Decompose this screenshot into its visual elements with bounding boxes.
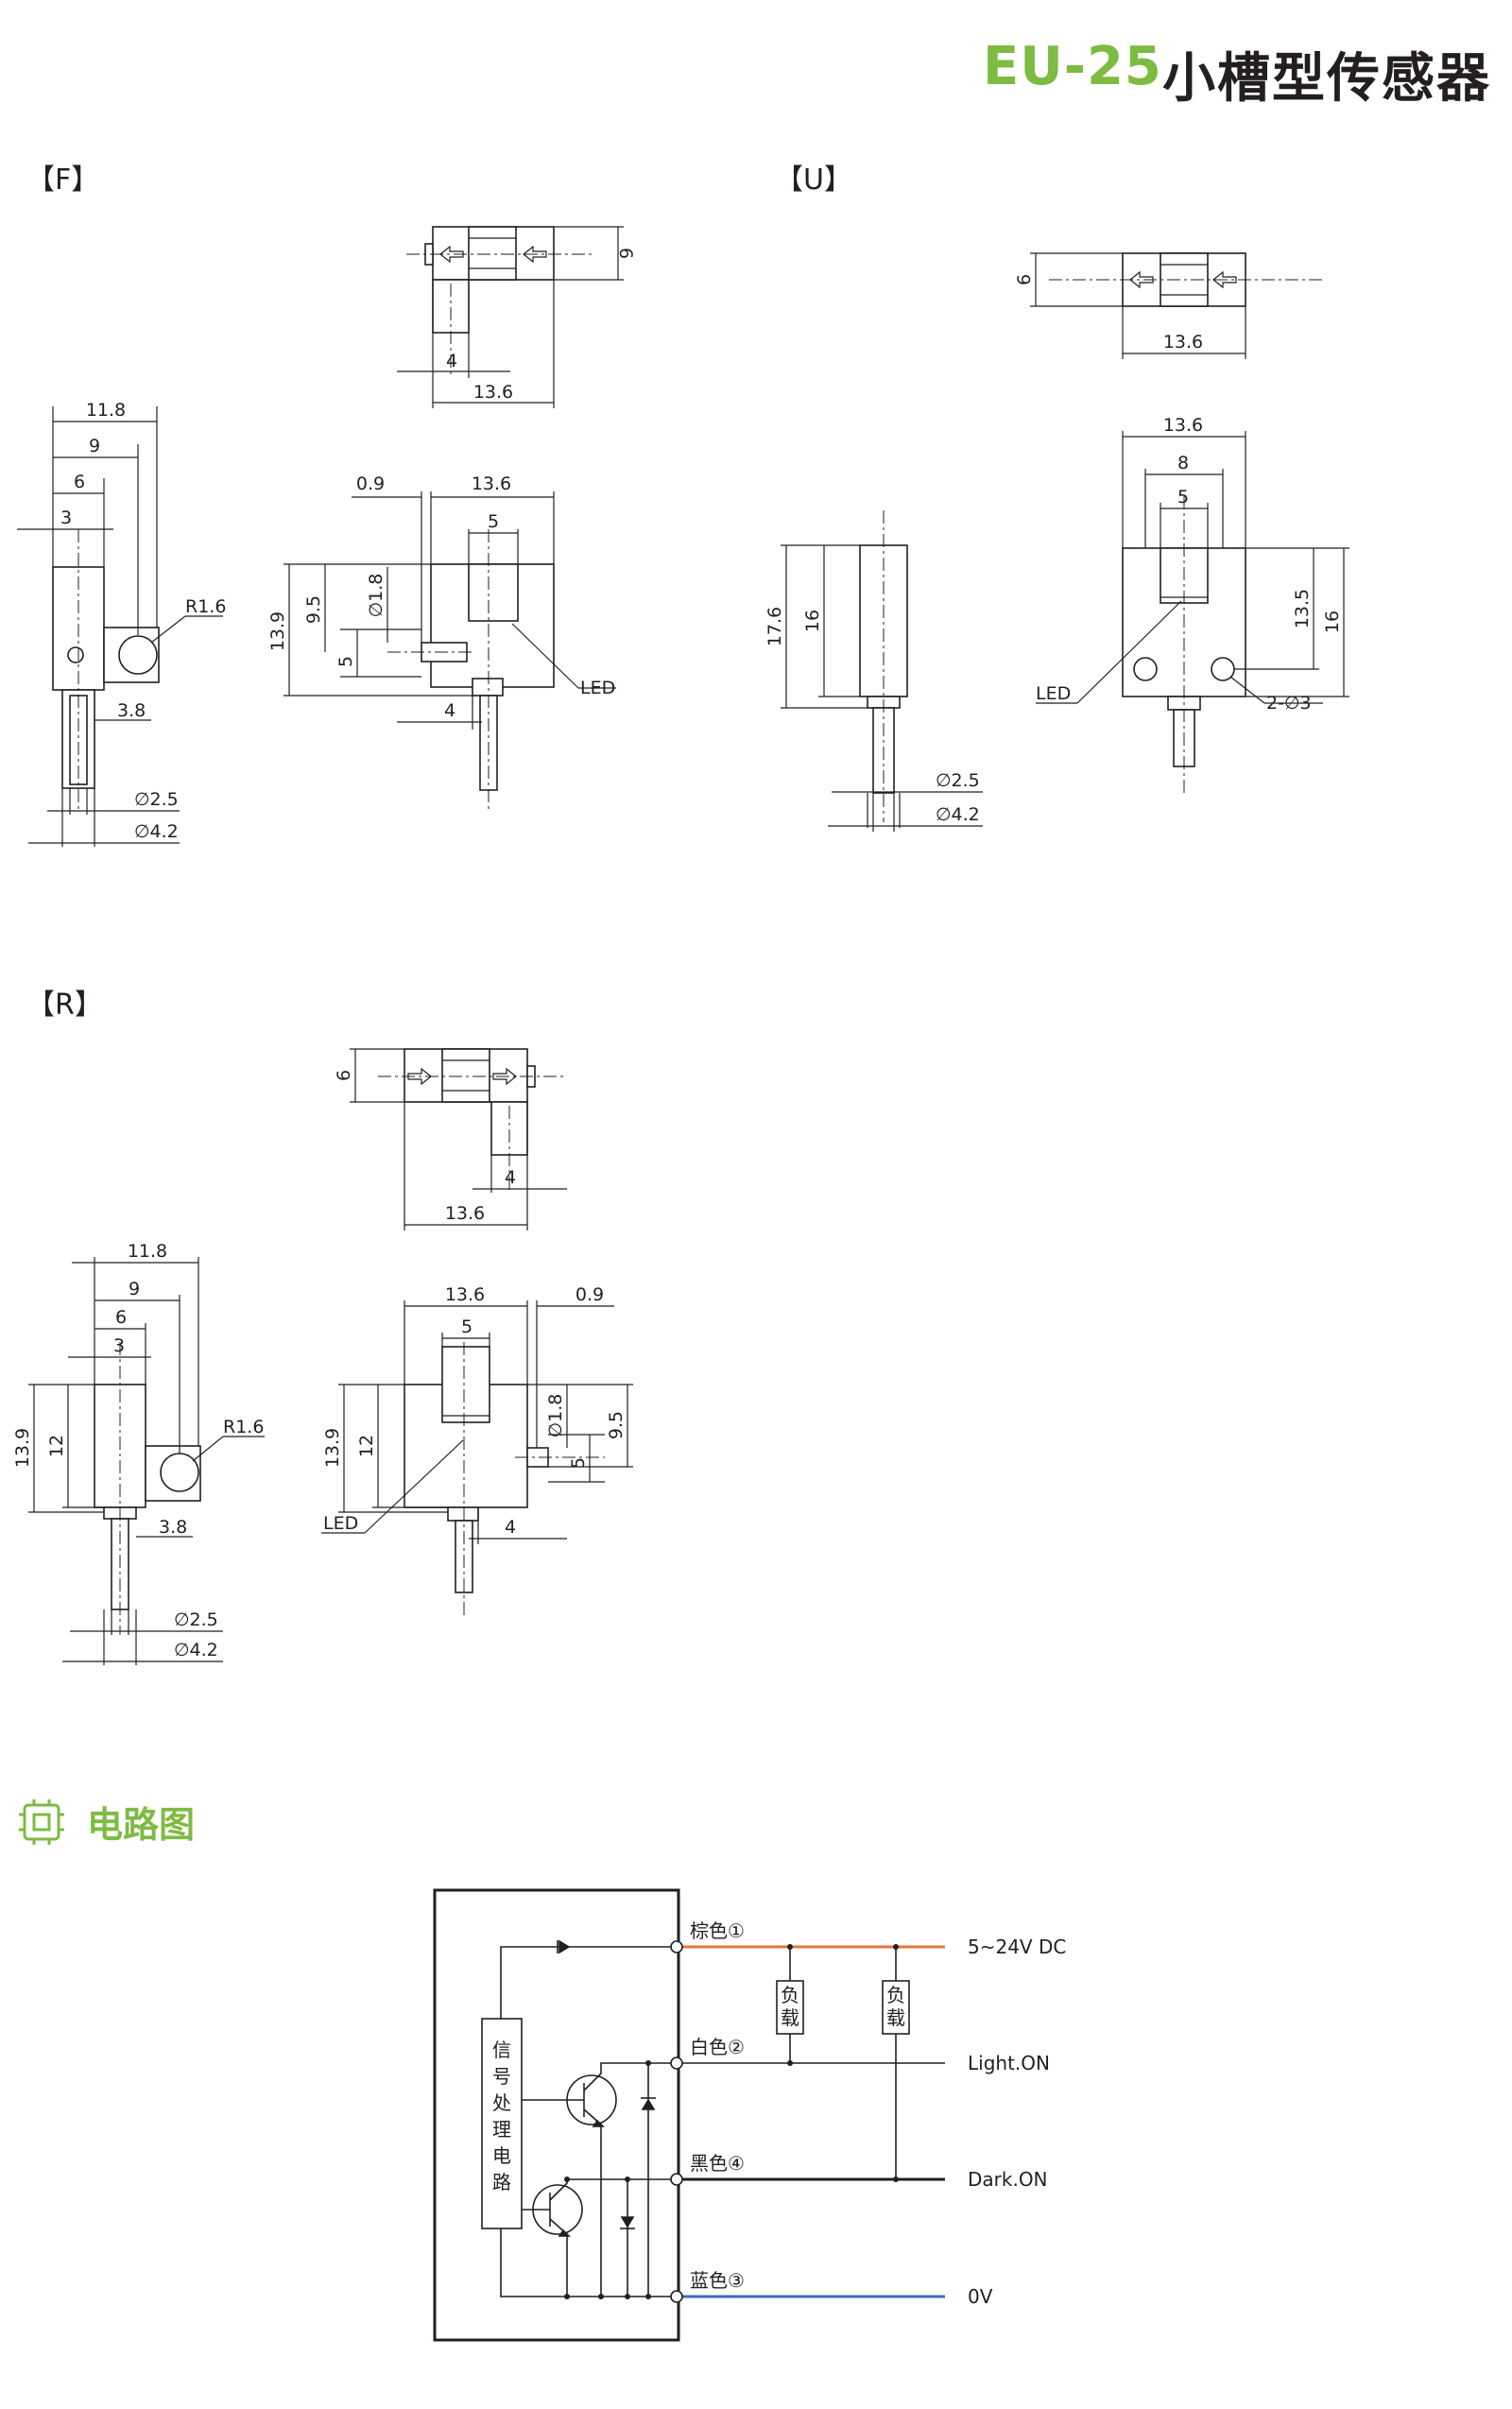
f-side-view: 11.8 9 6 3 R1.6 3.8 ∅2.5 ∅4.2 [17, 400, 226, 847]
section-label-f: 【F】 [26, 163, 100, 197]
u-side-view: 17.6 16 ∅2.5 ∅4.2 [765, 510, 983, 832]
svg-text:0.9: 0.9 [576, 1284, 604, 1305]
f-front-view: 0.9 13.6 5 13.9 9.5 ∅1.8 5 4 LED [267, 473, 616, 813]
svg-text:3: 3 [113, 1335, 125, 1356]
svg-text:5: 5 [1177, 487, 1189, 508]
block-char: 电 [492, 2144, 511, 2167]
circuit-title: 电路图 [87, 1804, 196, 1846]
svg-text:11.8: 11.8 [86, 400, 126, 421]
svg-text:R1.6: R1.6 [185, 596, 226, 617]
signal-0v: 0V [968, 2285, 993, 2308]
drawing-f: 6 4 13.6 11.8 9 6 3 R1.6 3.8 ∅2.5 ∅4.2 [17, 226, 1349, 847]
svg-text:4: 4 [505, 1517, 516, 1538]
svg-text:9.5: 9.5 [606, 1411, 627, 1439]
svg-text:∅4.2: ∅4.2 [174, 1640, 218, 1660]
svg-text:3: 3 [60, 508, 72, 528]
signal-light-on: Light.ON [968, 2052, 1050, 2074]
svg-text:9: 9 [129, 1279, 140, 1299]
svg-text:3.8: 3.8 [117, 700, 146, 721]
f-top-view: 6 4 13.6 [397, 226, 636, 408]
svg-text:LED: LED [323, 1513, 358, 1534]
svg-text:13.6: 13.6 [472, 473, 511, 494]
block-char: 处 [492, 2091, 511, 2114]
svg-text:3.8: 3.8 [159, 1517, 187, 1538]
r-top-view: 6 4 13.6 [334, 1048, 567, 1230]
svg-text:5: 5 [568, 1457, 589, 1469]
svg-text:13.6: 13.6 [1163, 332, 1203, 353]
wire-name-brown: 棕色① [690, 1919, 745, 1942]
svg-text:4: 4 [444, 700, 455, 721]
svg-text:∅4.2: ∅4.2 [134, 821, 179, 842]
svg-text:17.6: 17.6 [765, 607, 785, 646]
r-side-view: 11.8 9 6 3 13.9 12 R1.6 3.8 ∅2.5 ∅4.2 [12, 1241, 265, 1665]
svg-text:0.9: 0.9 [356, 473, 385, 494]
block-char: 信 [492, 2039, 511, 2061]
wire-name-blue: 蓝色③ [690, 2269, 745, 2292]
svg-text:13.9: 13.9 [267, 611, 288, 651]
svg-text:13.5: 13.5 [1292, 589, 1313, 628]
u-front-view: 13.6 8 5 13.5 16 LED 2-∅3 [1036, 415, 1349, 794]
svg-text:∅1.8: ∅1.8 [366, 574, 387, 618]
dim: 4 [446, 351, 457, 371]
u-top-view: 6 13.6 [1014, 252, 1323, 359]
svg-text:8: 8 [1177, 453, 1189, 473]
svg-text:∅4.2: ∅4.2 [936, 804, 980, 825]
svg-text:13.9: 13.9 [322, 1428, 343, 1468]
svg-text:12: 12 [356, 1435, 377, 1457]
svg-text:6: 6 [115, 1307, 127, 1328]
wire-name-white: 白色② [690, 2036, 745, 2058]
svg-text:4: 4 [505, 1167, 516, 1188]
drawing-r: 6 4 13.6 11.8 9 6 3 13.9 12 R1.6 3.8 ∅2.… [12, 1048, 633, 1665]
section-label-u: 【U】 [775, 163, 852, 197]
svg-text:LED: LED [1036, 683, 1071, 704]
svg-text:13.6: 13.6 [1163, 415, 1203, 436]
load-label-2: 负 [886, 1984, 905, 2006]
svg-text:12: 12 [46, 1435, 67, 1457]
svg-text:13.9: 13.9 [12, 1428, 33, 1468]
block-char: 理 [492, 2118, 511, 2141]
product-name: 小槽型传感器 [1162, 48, 1491, 110]
svg-text:6: 6 [334, 1070, 354, 1081]
svg-text:13.6: 13.6 [445, 1203, 485, 1224]
model-title: EU-25 [983, 36, 1162, 97]
dim: 13.6 [473, 382, 513, 403]
svg-text:6: 6 [74, 472, 85, 492]
section-label-r: 【R】 [26, 989, 103, 1022]
svg-text:∅2.5: ∅2.5 [174, 1609, 218, 1630]
wire-name-black: 黑色④ [690, 2152, 745, 2175]
load-label-1: 负 [781, 1984, 799, 2006]
svg-text:5: 5 [461, 1316, 472, 1337]
r-front-view: 13.6 0.9 5 13.9 12 ∅1.8 9.5 5 4 LED [321, 1284, 633, 1616]
svg-text:R1.6: R1.6 [223, 1417, 264, 1437]
block-char: 号 [492, 2065, 511, 2088]
svg-text:9: 9 [89, 436, 100, 456]
load-label-1b: 载 [781, 2006, 799, 2029]
svg-text:∅1.8: ∅1.8 [545, 1394, 566, 1438]
svg-text:∅2.5: ∅2.5 [134, 789, 179, 810]
svg-text:2-∅3: 2-∅3 [1266, 693, 1312, 714]
svg-text:13.6: 13.6 [445, 1284, 485, 1305]
svg-text:6: 6 [1014, 274, 1035, 285]
svg-text:16: 16 [802, 610, 823, 632]
svg-text:5: 5 [335, 656, 356, 667]
chip-icon [19, 1799, 64, 1845]
svg-text:9.5: 9.5 [303, 595, 324, 624]
block-char: 路 [492, 2171, 511, 2194]
signal-dark-on: Dark.ON [968, 2168, 1048, 2191]
svg-text:∅2.5: ∅2.5 [936, 770, 980, 791]
svg-text:16: 16 [1322, 611, 1343, 633]
svg-text:5: 5 [488, 511, 499, 532]
load-label-2b: 载 [886, 2006, 905, 2029]
signal-power: 5~24V DC [968, 1936, 1066, 1958]
dim: 6 [615, 248, 636, 259]
svg-text:LED: LED [580, 678, 615, 698]
svg-text:11.8: 11.8 [128, 1241, 167, 1262]
circuit-diagram: 负 载 负 载 信 号 处 理 电 路 棕色 [433, 1888, 1066, 2342]
